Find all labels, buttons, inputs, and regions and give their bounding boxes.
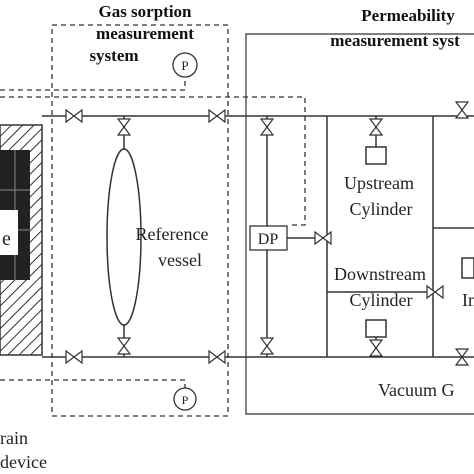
sorption-heading-line3: system — [89, 46, 138, 65]
permeability-heading-line1: Permeability — [361, 6, 455, 25]
sample-holder: e — [0, 124, 43, 356]
permeability-heading-line2: measurement syst — [330, 31, 460, 50]
upstream-cylinder-box — [365, 146, 387, 165]
lower-gauge-dash-line — [0, 379, 186, 388]
valve-dp-top — [260, 118, 274, 136]
valve-upper-left — [65, 109, 83, 123]
reference-vessel — [106, 148, 142, 326]
upper-gauge-label: P — [181, 58, 188, 73]
valve-dp-side — [314, 231, 332, 245]
valve-reference-top — [117, 118, 131, 136]
upstream-label-line1: Upstream — [344, 173, 414, 193]
valve-downstream-bottom — [369, 339, 383, 357]
dp-dash-link — [0, 96, 306, 226]
downstream-label-line1: Downstream — [334, 264, 426, 284]
upper-gauge-dash-line — [0, 78, 186, 91]
valve-lower-mid — [208, 350, 226, 364]
valve-reference-bottom — [117, 337, 131, 355]
inlet-label-fragment: In — [462, 290, 474, 310]
downstream-label-line2: Cylinder — [350, 290, 413, 310]
valve-lower-left — [65, 350, 83, 364]
sorption-heading-line1: Gas sorption — [98, 2, 192, 21]
upstream-label-line2: Cylinder — [350, 199, 413, 219]
valve-right-top — [455, 101, 469, 119]
sorption-heading-line2: measurement — [96, 24, 194, 43]
valve-upper-mid — [208, 109, 226, 123]
reference-label-line2: vessel — [158, 250, 202, 270]
inlet-device-box — [461, 257, 474, 279]
lower-pressure-gauge: P — [173, 387, 197, 411]
permeability-system-boundary — [245, 33, 474, 415]
valve-dp-bottom — [260, 337, 274, 355]
device-label-fragment: device — [0, 452, 47, 472]
valve-upstream-top — [369, 118, 383, 136]
vacuum-label-fragment: Vacuum G — [378, 380, 454, 400]
strain-label-fragment: rain — [0, 428, 28, 448]
valve-inlet-tee — [426, 285, 444, 299]
lower-gauge-label: P — [182, 393, 189, 407]
upper-pressure-gauge: P — [172, 52, 198, 78]
sorption-system-boundary — [51, 24, 229, 417]
downstream-cylinder-box — [365, 319, 387, 338]
reference-label-line1: Reference — [136, 224, 209, 244]
dp-sensor-box: DP — [249, 225, 288, 251]
dp-label: DP — [258, 231, 279, 248]
sample-label-fragment: e — [2, 228, 11, 250]
